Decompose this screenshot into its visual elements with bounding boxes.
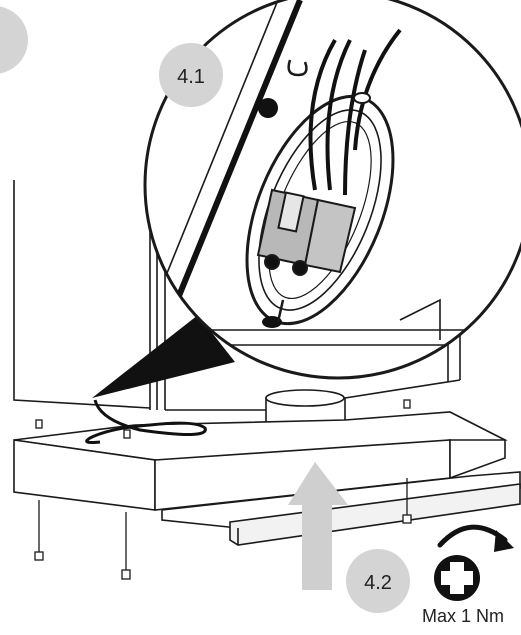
wire-bundle: [308, 28, 402, 196]
hook-icon: [287, 59, 308, 77]
callout-pointer: [92, 315, 235, 398]
grommet-top-screw-icon: [353, 92, 371, 104]
connector-plug: [256, 188, 357, 276]
zoom-detail: [143, 0, 521, 380]
base-unit: [13, 411, 508, 511]
step-badge-4-1: 4.1: [159, 43, 223, 107]
previous-step-badge: [0, 6, 28, 74]
grommet-screw-icon: [262, 299, 285, 328]
torque-label: Max 1 Nm: [422, 606, 505, 626]
clockwise-arrowhead-icon: [494, 530, 514, 552]
power-cable: [85, 399, 207, 444]
cross-screw-icon: [434, 555, 480, 601]
mounting-posts: [35, 399, 411, 439]
step-badge-4-2: 4.2: [346, 549, 410, 613]
bottom-screws: [34, 478, 412, 580]
step-label-4-1: 4.1: [177, 66, 205, 88]
push-up-arrow: [288, 462, 348, 590]
mounting-hole-icon: [258, 98, 278, 118]
step-label-4-2: 4.2: [364, 572, 392, 594]
